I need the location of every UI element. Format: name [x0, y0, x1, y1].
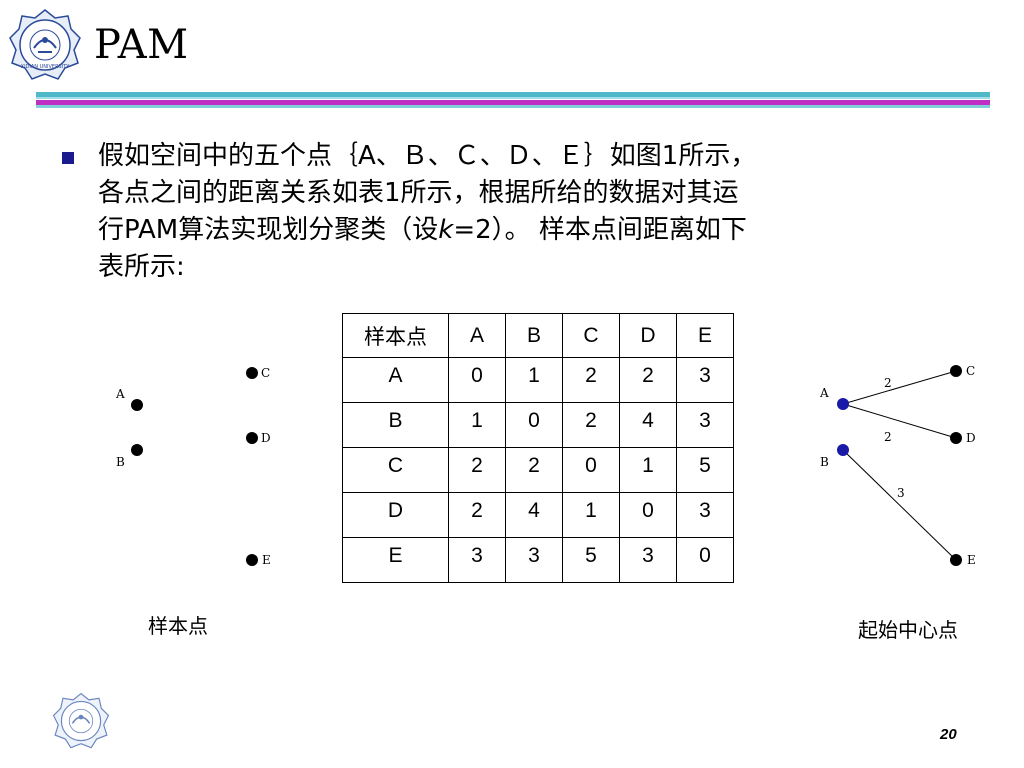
table-cell: 1 — [562, 492, 620, 538]
table-cell: 4 — [505, 492, 563, 538]
table-header: C — [562, 313, 620, 358]
point-e — [950, 554, 962, 566]
table-cell: 3 — [448, 537, 506, 583]
point-d — [950, 432, 962, 444]
point-a-label: A — [115, 387, 125, 401]
table-header: D — [619, 313, 677, 358]
table-cell: 2 — [448, 447, 506, 493]
table-header: 样本点 — [342, 313, 449, 358]
table-cell: 3 — [676, 492, 734, 538]
slide-title: PAM — [94, 22, 189, 68]
table-cell: 5 — [562, 537, 620, 583]
table-cell: 2 — [505, 447, 563, 493]
paragraph-line-1: 假如空间中的五个点｛A、Ｂ、Ｃ、Ｄ、Ｅ｝如图1所示， — [98, 141, 757, 171]
table-cell: 0 — [562, 447, 620, 493]
edge-be-label: 3 — [897, 486, 905, 500]
point-d-label: D — [261, 431, 271, 445]
title-divider — [36, 92, 990, 110]
university-logo: XIDIAN UNIVERSITY — [9, 9, 81, 80]
table-cell: 5 — [676, 447, 734, 493]
table-header: A — [448, 313, 506, 358]
edge-a-c — [842, 370, 957, 405]
edge-ad-label: 2 — [884, 430, 892, 444]
point-c — [950, 365, 962, 377]
table-header-row: 样本点 A B C D E — [342, 313, 734, 358]
paragraph-line-4: 表所示: — [98, 252, 185, 282]
center-b-label: B — [820, 455, 829, 469]
table-cell: B — [342, 402, 449, 448]
initial-centers-figure: 2 2 3 A B C D E — [819, 364, 976, 567]
table-cell: 2 — [562, 402, 620, 448]
table-cell: 2 — [562, 357, 620, 403]
point-a — [131, 399, 143, 411]
bullet-marker — [62, 152, 74, 164]
point-c-label: C — [261, 366, 270, 380]
table-cell: E — [342, 537, 449, 583]
initial-centers-caption: 起始中心点 — [858, 618, 958, 642]
paragraph-line-2: 各点之间的距离关系如表1所示，根据所给的数据对其运 — [98, 178, 739, 208]
center-b — [837, 444, 849, 456]
table-cell: A — [342, 357, 449, 403]
sample-points-caption: 样本点 — [148, 614, 208, 638]
table-cell: 4 — [619, 402, 677, 448]
point-d-label: D — [966, 431, 976, 445]
svg-text:XIDIAN UNIVERSITY: XIDIAN UNIVERSITY — [21, 64, 71, 70]
table-cell: 0 — [676, 537, 734, 583]
center-a — [837, 398, 849, 410]
point-b — [131, 444, 143, 456]
table-cell: 0 — [448, 357, 506, 403]
university-logo-small — [52, 692, 110, 749]
page-number: 20 — [940, 726, 957, 743]
sample-points-figure: A B C D E — [115, 366, 271, 567]
point-c — [246, 367, 258, 379]
point-d — [246, 432, 258, 444]
table-cell: C — [342, 447, 449, 493]
table-cell: 3 — [619, 537, 677, 583]
edge-a-d — [842, 403, 957, 439]
paragraph-line-3: 行PAM算法实现划分聚类（设k=2）。 样本点间距离如下 — [98, 215, 747, 245]
table-cell: 0 — [505, 402, 563, 448]
center-a-label: A — [819, 386, 829, 400]
point-e-label: E — [967, 553, 976, 567]
table-cell: 1 — [619, 447, 677, 493]
table-cell: 1 — [505, 357, 563, 403]
point-e — [246, 554, 258, 566]
table-cell: 0 — [619, 492, 677, 538]
table-cell: 3 — [676, 402, 734, 448]
table-cell: 3 — [676, 357, 734, 403]
edge-ac-label: 2 — [884, 376, 892, 390]
edge-b-e — [842, 449, 957, 561]
point-b-label: B — [116, 455, 125, 469]
table-cell: 2 — [619, 357, 677, 403]
point-e-label: E — [262, 553, 271, 567]
table-cell: 1 — [448, 402, 506, 448]
table-cell: D — [342, 492, 449, 538]
table-cell: 3 — [505, 537, 563, 583]
table-cell: 2 — [448, 492, 506, 538]
intro-paragraph: 假如空间中的五个点｛A、Ｂ、Ｃ、Ｄ、Ｅ｝如图1所示， 各点之间的距离关系如表1所… — [98, 138, 958, 286]
point-c-label: C — [966, 364, 975, 378]
table-header: B — [505, 313, 563, 358]
table-header: E — [676, 313, 734, 358]
